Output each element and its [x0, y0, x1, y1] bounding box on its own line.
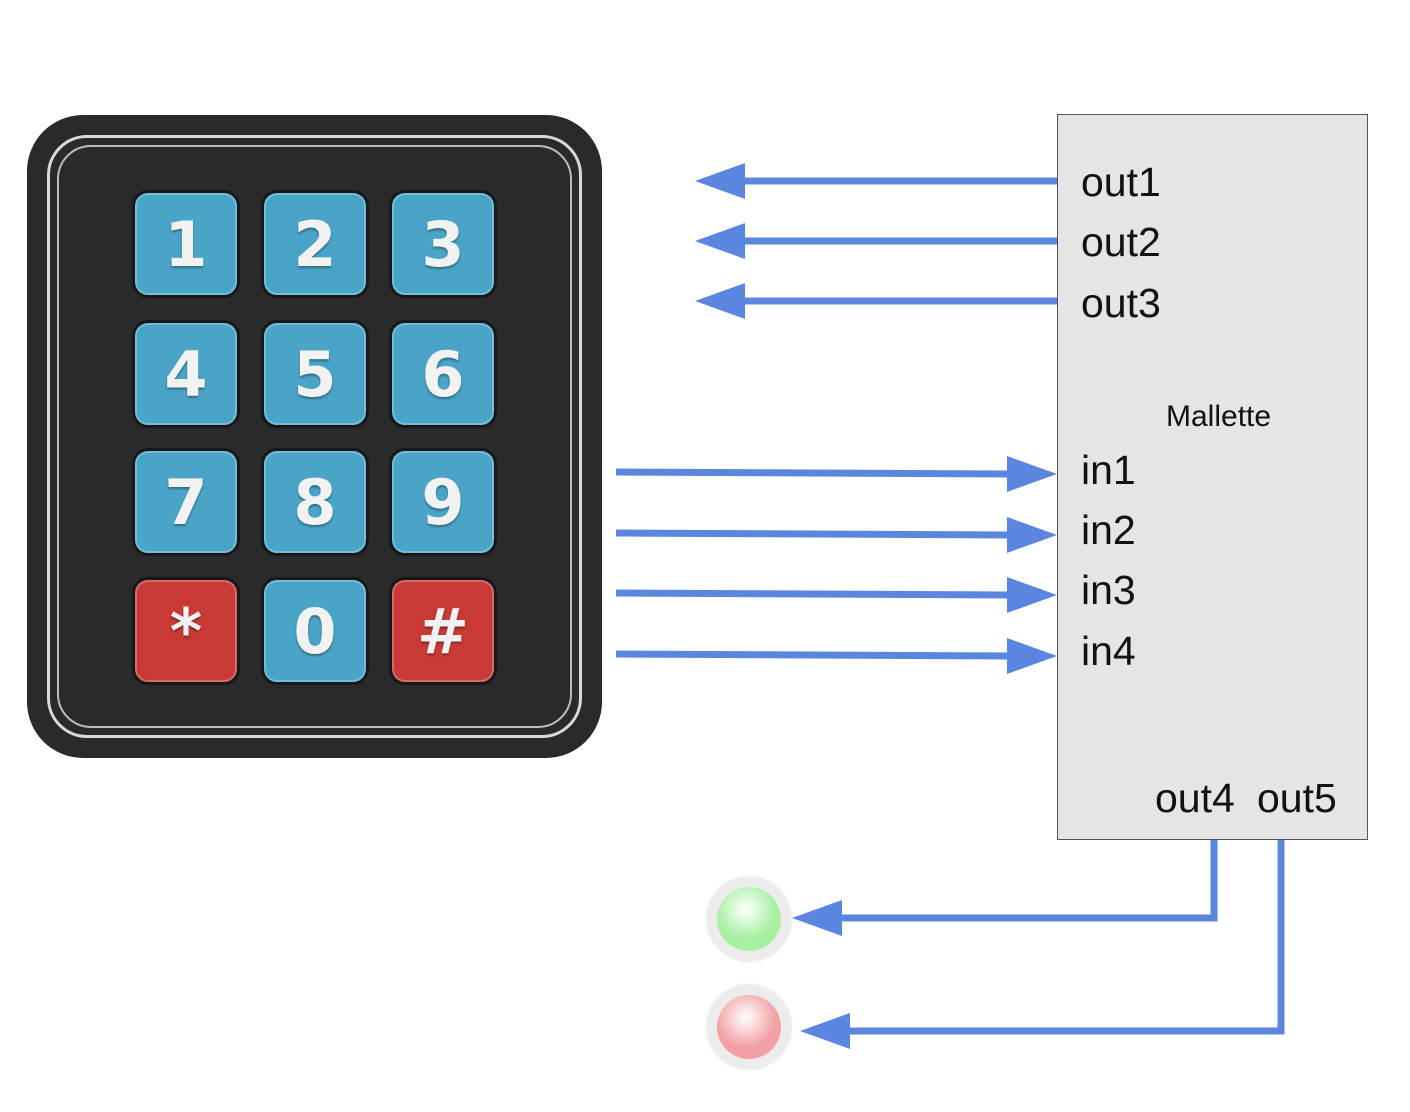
key-8[interactable]: 8 [261, 448, 369, 556]
key-9[interactable]: 9 [389, 448, 497, 556]
arrowhead-out5 [800, 1013, 850, 1049]
label-in2: in2 [1081, 507, 1136, 553]
label-in3: in3 [1081, 567, 1136, 613]
green-lamp [707, 877, 791, 961]
arrowhead-out3 [695, 283, 745, 319]
key-6[interactable]: 6 [389, 320, 497, 428]
key-3[interactable]: 3 [389, 190, 497, 298]
label-out3: out3 [1081, 280, 1161, 326]
wire-out5 [848, 840, 1285, 1035]
arrowhead-out1 [695, 163, 745, 199]
key-1[interactable]: 1 [132, 190, 240, 298]
key-hash[interactable]: # [389, 577, 497, 685]
red-lamp [707, 985, 791, 1069]
label-out4: out4 [1155, 775, 1235, 821]
arrowhead-out4 [792, 900, 842, 936]
box-title: Mallette [1166, 400, 1272, 433]
label-out5: out5 [1257, 775, 1337, 821]
arrowhead-in2 [1007, 517, 1057, 553]
key-5[interactable]: 5 [261, 320, 369, 428]
key-0[interactable]: 0 [261, 577, 369, 685]
red-lamp-bulb [717, 995, 781, 1059]
key-7[interactable]: 7 [132, 448, 240, 556]
key-4[interactable]: 4 [132, 320, 240, 428]
wire-in3 [615, 589, 1011, 599]
arrowhead-in3 [1007, 577, 1057, 613]
label-in4: in4 [1081, 628, 1136, 674]
wire-out4 [840, 840, 1218, 922]
arrowhead-out2 [695, 223, 745, 259]
keypad-bezel [47, 135, 582, 738]
mallette-box [1057, 114, 1368, 840]
key-star[interactable]: * [132, 577, 240, 685]
arrowhead-in1 [1007, 456, 1057, 492]
wire-in2 [615, 529, 1011, 539]
keypad-inner-bezel [57, 145, 572, 728]
key-2[interactable]: 2 [261, 190, 369, 298]
label-in1: in1 [1081, 447, 1136, 493]
wire-in4 [615, 650, 1011, 660]
arrowhead-in4 [1007, 638, 1057, 674]
label-out1: out1 [1081, 159, 1161, 205]
label-out2: out2 [1081, 219, 1161, 265]
wire-in1 [615, 468, 1011, 478]
green-lamp-bulb [717, 887, 781, 951]
